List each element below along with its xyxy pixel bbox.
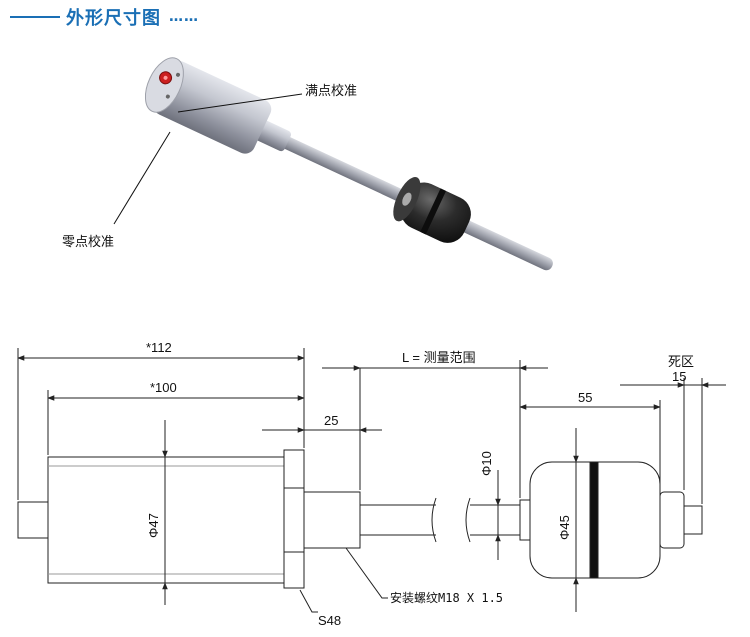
label-dead-zone: 死区 (668, 354, 694, 369)
dimension-drawing (17, 348, 726, 613)
label-body-length: *100 (150, 380, 177, 395)
label-body-diameter: Φ47 (146, 513, 161, 538)
body-outline (47, 456, 285, 584)
label-rod-diameter: Φ10 (479, 451, 494, 476)
label-dead-zone-value: 15 (672, 369, 686, 384)
section-title: 外形尺寸图 (66, 8, 161, 29)
callout-zero-leader (113, 131, 171, 225)
connector-stub (17, 501, 49, 539)
thread-spec-leader (345, 547, 388, 599)
end-cap (659, 491, 685, 549)
label-float-diameter: Φ45 (557, 515, 572, 540)
callout-zero-point: 零点校准 (62, 234, 114, 249)
callout-full-scale: 满点校准 (305, 83, 357, 98)
span-trimmer (176, 72, 181, 77)
label-hex-size: S48 (318, 613, 341, 628)
end-tip (683, 505, 703, 535)
label-overall-length: *112 (146, 340, 172, 355)
header-rule (10, 16, 60, 18)
label-thread-length: 25 (324, 413, 338, 428)
callout-full-scale-leader (177, 93, 303, 113)
label-thread-spec: 安装螺纹M18 X 1.5 (390, 590, 503, 605)
hex-leader (299, 589, 318, 613)
zero-trimmer (165, 94, 170, 99)
float-seal-band (589, 461, 599, 579)
header-dots: …… (169, 9, 199, 25)
hex-nut (283, 449, 305, 589)
label-float-length: 55 (578, 390, 592, 405)
label-measure-range: L = 测量范围 (402, 350, 476, 365)
break-mark-left (431, 497, 437, 543)
break-mark-right (465, 497, 471, 543)
section-header: 外形尺寸图 …… (10, 4, 199, 30)
end-cap-3d (144, 57, 184, 113)
sensor-3d-render: 满点校准 零点校准 (62, 57, 553, 271)
thread-section (303, 491, 361, 549)
